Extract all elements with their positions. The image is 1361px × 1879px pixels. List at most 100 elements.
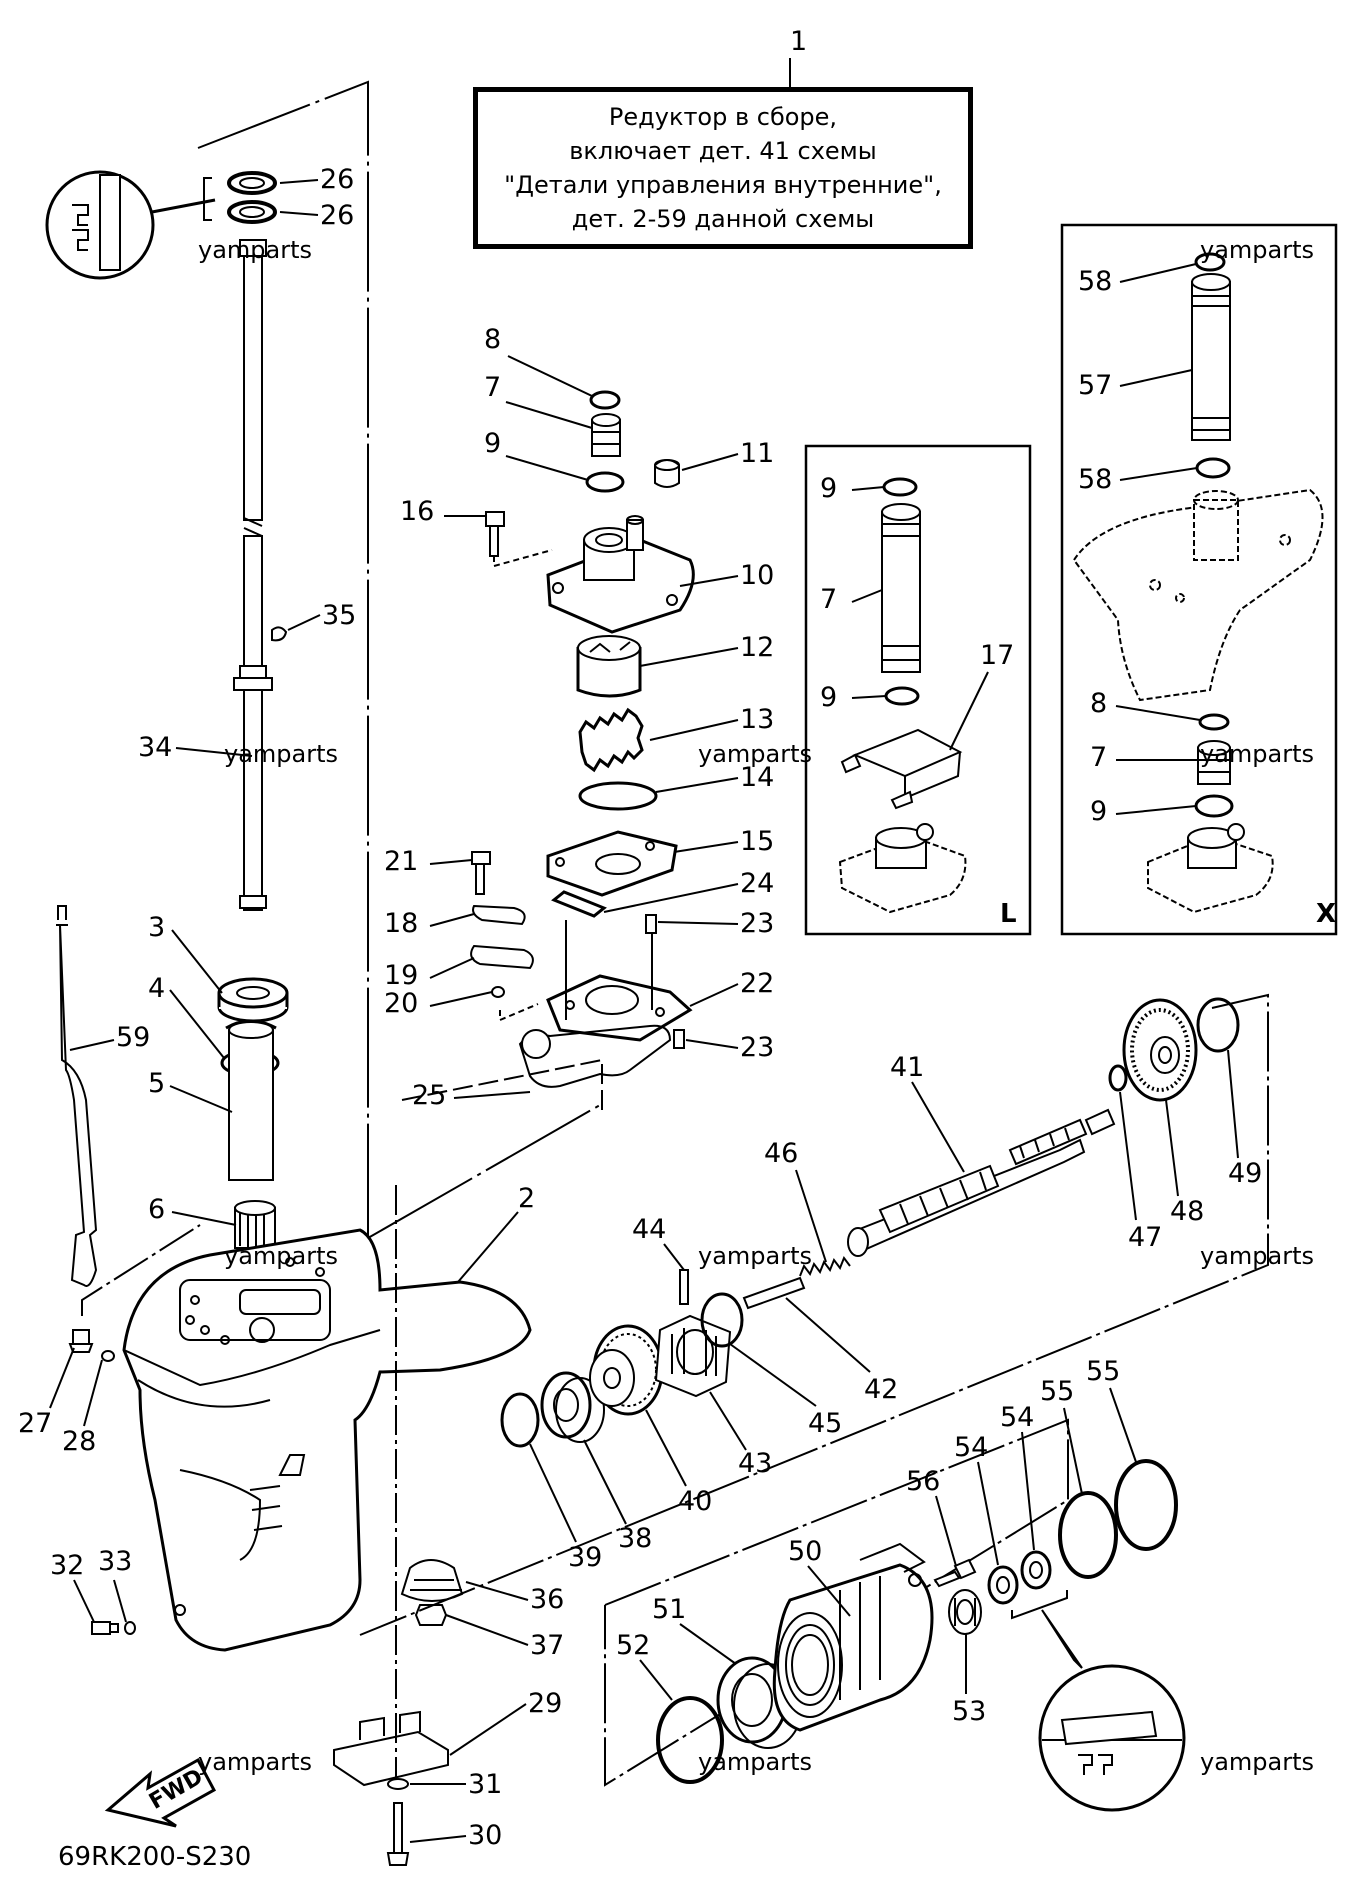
inset-X-upper-casing	[1072, 488, 1324, 702]
leader-line-55	[1109, 1387, 1137, 1463]
part-label-1: 1	[790, 26, 807, 57]
leader-line-30	[409, 1835, 467, 1843]
part-label-58: 58	[1078, 464, 1112, 495]
leader-line-44	[663, 1243, 685, 1271]
part-label-45: 45	[808, 1408, 842, 1439]
leader-line-28	[83, 1359, 103, 1427]
part-label-28: 28	[62, 1426, 96, 1457]
part-label-40: 40	[678, 1486, 712, 1517]
part-label-9: 9	[820, 473, 837, 504]
part-label-29: 29	[528, 1688, 562, 1719]
leader-line-22	[689, 983, 739, 1007]
watermark: yamparts	[224, 1242, 338, 1270]
part-label-58: 58	[1078, 266, 1112, 297]
gasket-24	[551, 890, 607, 918]
washer-33	[124, 1621, 136, 1635]
part-label-24: 24	[740, 868, 774, 899]
part-label-26: 26	[320, 200, 354, 231]
part-label-51: 51	[652, 1594, 686, 1625]
outer-plate-15	[546, 830, 678, 897]
bearing-38	[540, 1371, 605, 1443]
leader-line-41	[911, 1081, 965, 1173]
part-label-9: 9	[1090, 796, 1107, 827]
part-label-5: 5	[148, 1068, 165, 1099]
part-label-31: 31	[468, 1769, 502, 1800]
bolt-30	[386, 1802, 410, 1866]
callout-line-3: "Детали управления внутренние",	[504, 171, 942, 199]
part-label-14: 14	[740, 762, 774, 793]
inset-X-o-ring-58a	[1194, 252, 1226, 272]
insert-cartridge-12	[576, 635, 642, 698]
dog-clutch-43	[654, 1314, 732, 1398]
inset-X-o-ring-9	[1194, 794, 1234, 818]
dowel-23b	[673, 1029, 685, 1049]
part-label-18: 18	[384, 908, 418, 939]
leader-line-54	[977, 1461, 999, 1566]
part-label-55: 55	[1040, 1376, 1074, 1407]
leader-line-13	[649, 719, 739, 741]
part-label-8: 8	[484, 324, 501, 355]
bushing-11	[654, 459, 680, 488]
part-label-59: 59	[116, 1022, 150, 1053]
part-label-19: 19	[384, 960, 418, 991]
part-label-49: 49	[1228, 1158, 1262, 1189]
needle-bearing-6	[234, 1200, 276, 1249]
leader-line-15	[673, 841, 739, 853]
leader-line-32	[73, 1579, 95, 1623]
part-label-37: 37	[530, 1630, 564, 1661]
leader-line-58	[1119, 263, 1197, 283]
shift-rod-59	[56, 905, 98, 1287]
pinion-gear-36	[400, 1559, 464, 1602]
watermark: yamparts	[198, 1748, 312, 1776]
inset-X-label: X	[1316, 899, 1336, 929]
leader-line-14	[655, 777, 739, 793]
part-label-35: 35	[322, 600, 356, 631]
leader-line-42	[785, 1297, 871, 1373]
diagram-code: 69RK200-S230	[58, 1842, 251, 1872]
part-label-25: 25	[412, 1080, 446, 1111]
o-ring-9	[585, 471, 625, 493]
part-label-6: 6	[148, 1194, 165, 1225]
part-label-57: 57	[1078, 370, 1112, 401]
shim-49	[1196, 997, 1240, 1053]
leader-line-59	[69, 1039, 115, 1051]
leader-line-5	[169, 1085, 233, 1113]
inset-X-frame	[1060, 223, 1338, 936]
inset-L-o-ring-9b	[884, 686, 920, 706]
pump-housing-10	[546, 515, 695, 634]
watermark: yamparts	[698, 1748, 812, 1776]
leader-line-9	[1115, 805, 1197, 815]
o-ring-55b	[1114, 1459, 1178, 1551]
leader-line-48	[1165, 1099, 1179, 1197]
watermark: yamparts	[1200, 1748, 1314, 1776]
leader-line-26	[279, 211, 319, 216]
leader-line-18	[429, 913, 475, 927]
part-label-54: 54	[954, 1432, 988, 1463]
leader-lines	[49, 58, 1239, 1843]
callout-line-1: Редуктор в сборе,	[608, 103, 838, 131]
leader-line-34	[175, 747, 253, 757]
anode-29	[333, 1710, 449, 1787]
part-label-7: 7	[484, 372, 501, 403]
prop-shaft-frame	[359, 993, 1269, 1636]
leader-line-12	[639, 647, 739, 667]
part-label-27: 27	[18, 1408, 52, 1439]
part-label-2: 2	[518, 1183, 535, 1214]
plate-22	[546, 974, 693, 1042]
leader-line-19	[429, 957, 475, 979]
part-label-54: 54	[1000, 1402, 1034, 1433]
part-label-23: 23	[740, 908, 774, 939]
part-label-53: 53	[952, 1696, 986, 1727]
fwd-arrow-icon	[104, 1757, 217, 1828]
o-ring-55a	[1058, 1491, 1118, 1579]
leader-line-55	[1063, 1407, 1083, 1495]
leader-line-23	[657, 921, 739, 925]
leader-line-36	[465, 1581, 529, 1601]
leader-line-25	[453, 1091, 531, 1099]
part-label-36: 36	[530, 1584, 564, 1615]
ring-45	[700, 1292, 744, 1348]
plate-18	[472, 904, 526, 926]
part-label-8: 8	[1090, 688, 1107, 719]
